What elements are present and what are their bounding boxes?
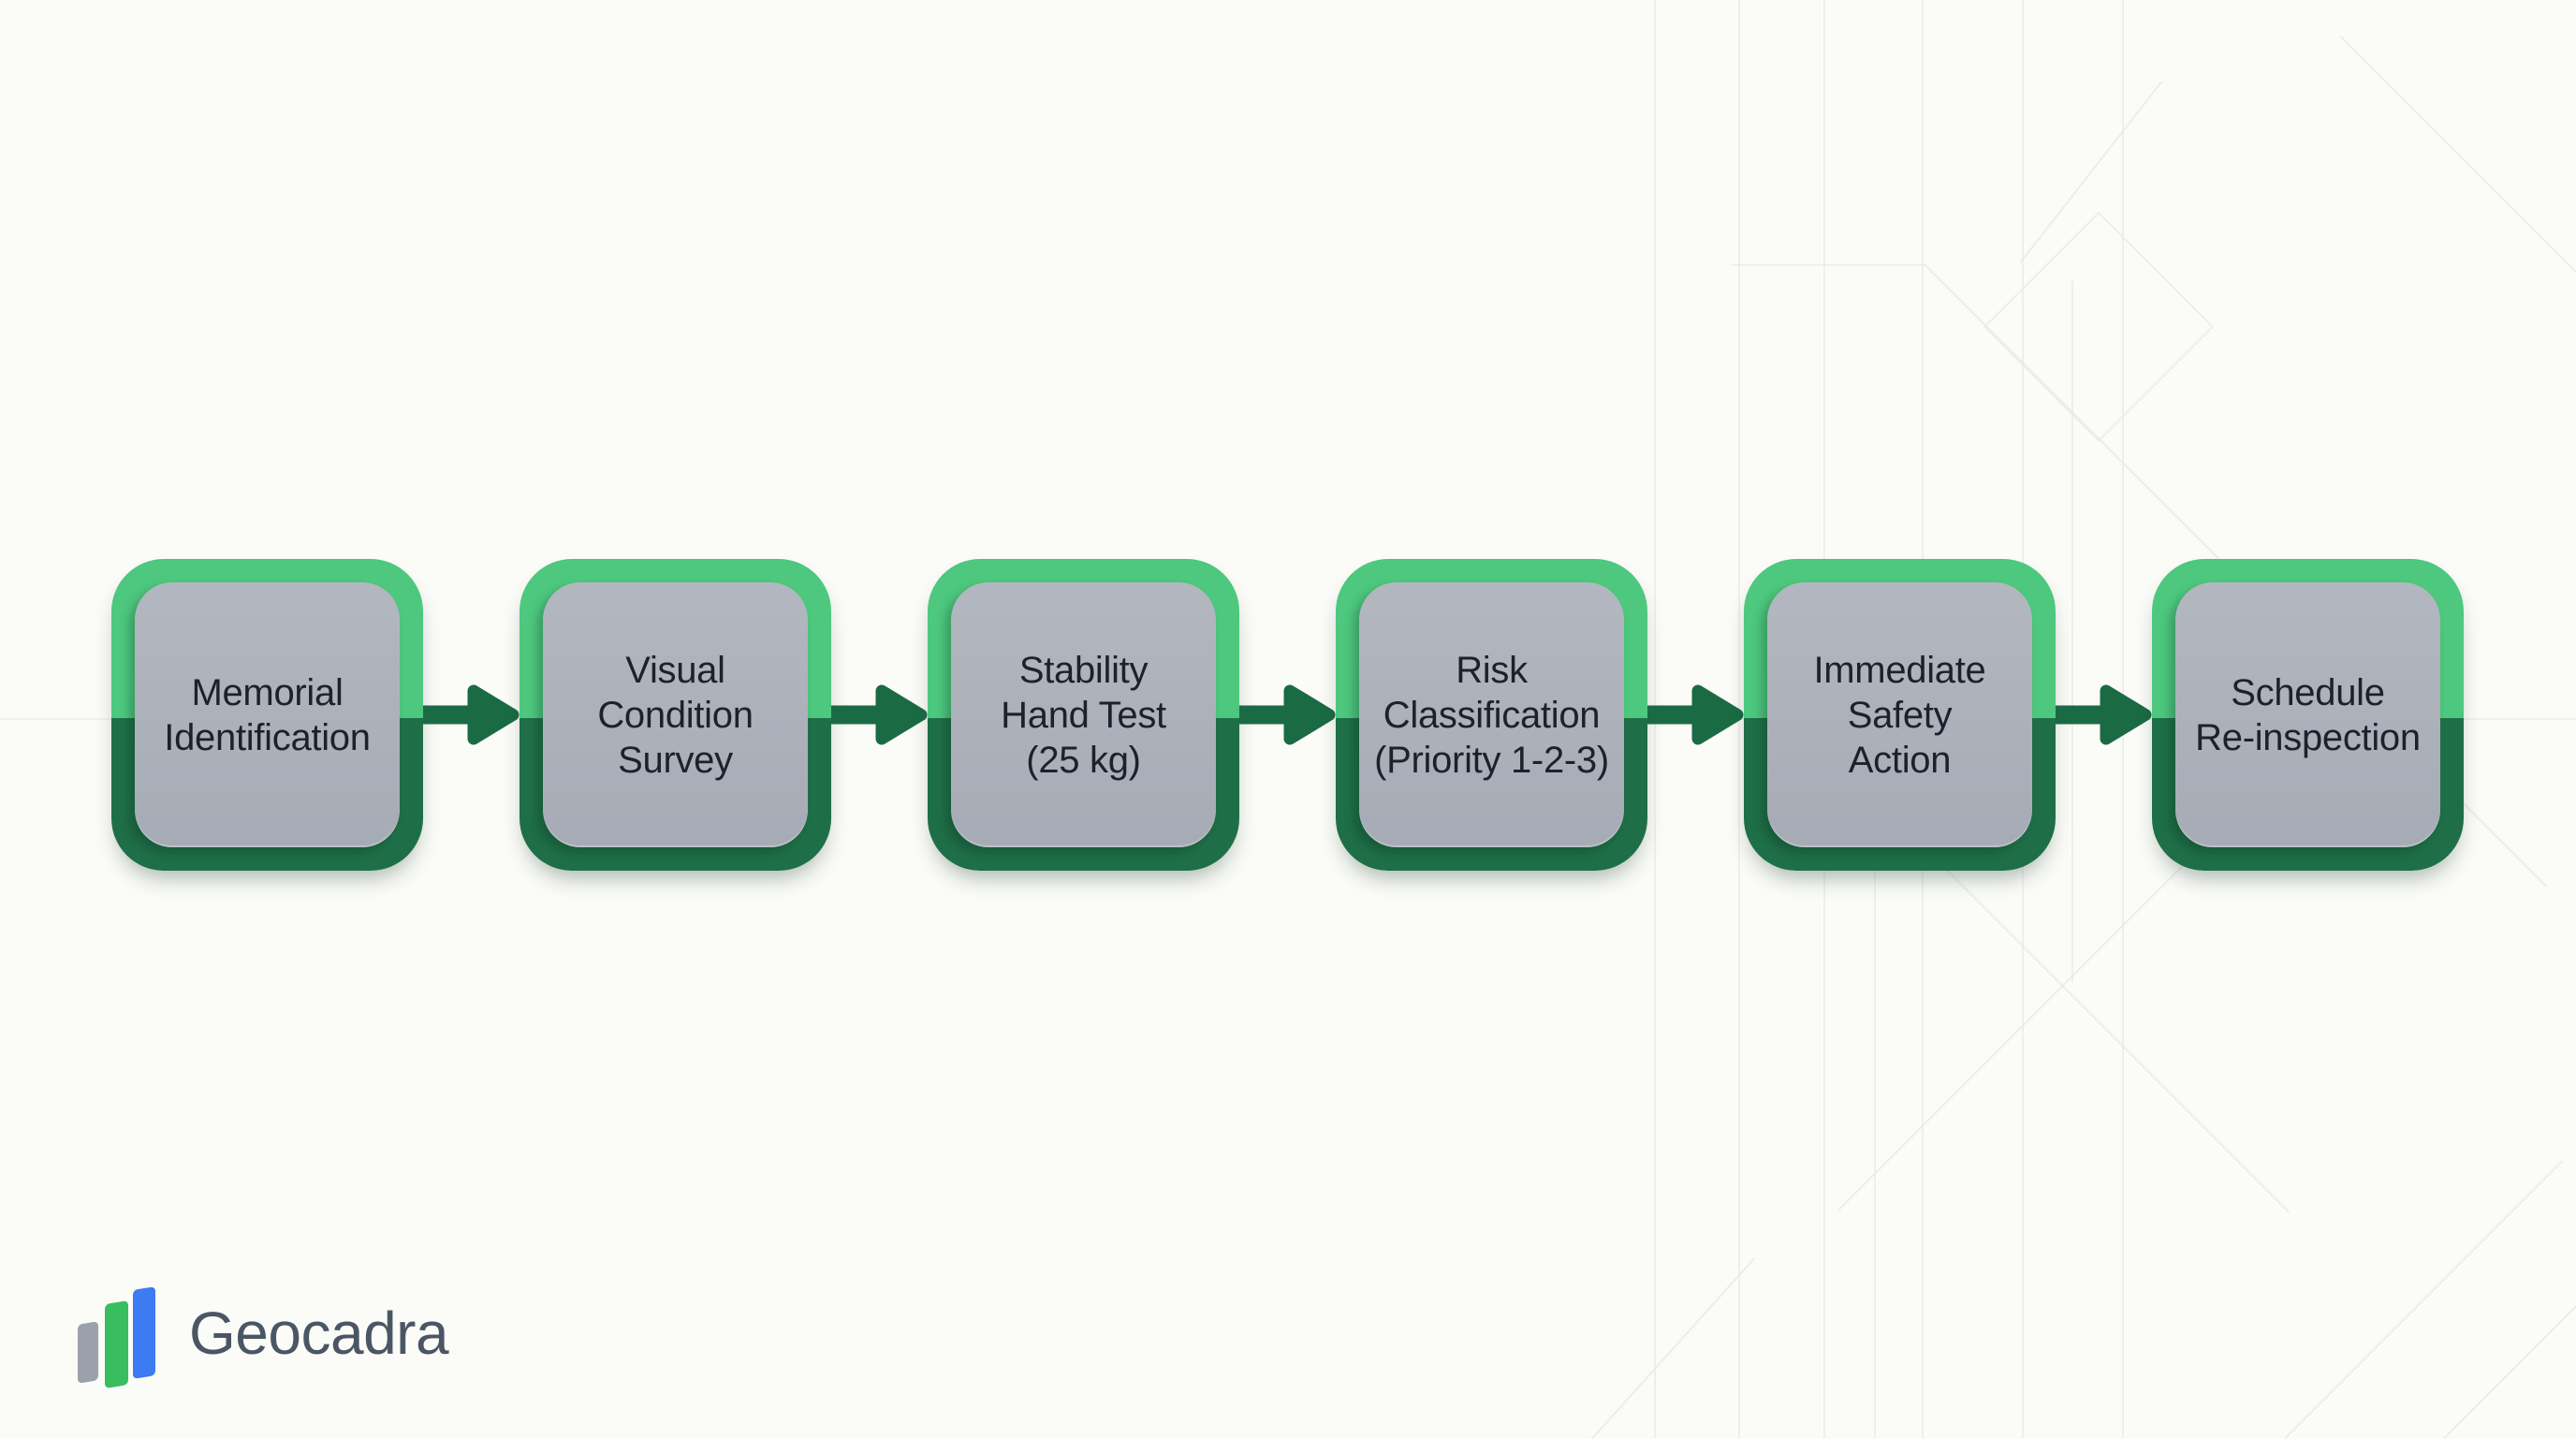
flow-step-immediate-safety-action: Immediate Safety Action xyxy=(1744,559,2056,871)
flow-step-stability-hand-test: Stability Hand Test (25 kg) xyxy=(928,559,1239,871)
arrow-right-icon xyxy=(2056,684,2152,745)
background-line xyxy=(2284,1160,2564,1439)
bar-chart-green-bar xyxy=(105,1300,128,1388)
bar-chart-gray-bar xyxy=(78,1321,98,1384)
arrow-right-icon xyxy=(831,684,928,745)
background-line xyxy=(2443,1305,2576,1439)
background-line xyxy=(1874,843,1876,1438)
flow-step-label: Schedule Re-inspection xyxy=(2195,671,2421,758)
flow-step-memorial-identification: Memorial Identification xyxy=(111,559,423,871)
background-diamond xyxy=(1983,211,2215,443)
flow-step-panel: Risk Classification (Priority 1-2-3) xyxy=(1359,582,1624,847)
flow-step-risk-classification: Risk Classification (Priority 1-2-3) xyxy=(1336,559,1647,871)
flow-connector xyxy=(1647,559,1744,871)
background-line xyxy=(2339,36,2576,275)
flow-step-visual-condition-survey: Visual Condition Survey xyxy=(520,559,831,871)
arrow-right-icon xyxy=(1239,684,1336,745)
flow-connector xyxy=(831,559,928,871)
brand-logo: Geocadra xyxy=(78,1286,449,1389)
flow-connector xyxy=(1239,559,1336,871)
flow-step-panel: Stability Hand Test (25 kg) xyxy=(951,582,1216,847)
flow-step-panel: Visual Condition Survey xyxy=(543,582,808,847)
flow-step-panel: Immediate Safety Action xyxy=(1767,582,2032,847)
flow-step-schedule-reinspection: Schedule Re-inspection xyxy=(2152,559,2464,871)
brand-name: Geocadra xyxy=(189,1300,449,1367)
flow-step-label: Risk Classification (Priority 1-2-3) xyxy=(1374,649,1609,781)
flow-step-label: Stability Hand Test (25 kg) xyxy=(1001,649,1166,781)
arrow-right-icon xyxy=(423,684,520,745)
arrow-right-icon xyxy=(1647,684,1744,745)
flow-step-label: Immediate Safety Action xyxy=(1813,649,1986,781)
flow-step-panel: Memorial Identification xyxy=(135,582,400,847)
background-line xyxy=(1732,264,1925,266)
bar-chart-blue-bar xyxy=(133,1286,155,1379)
background-line xyxy=(1591,1256,1756,1439)
flow-step-label: Memorial Identification xyxy=(164,671,371,758)
flow-connector xyxy=(423,559,520,871)
flow-step-panel: Schedule Re-inspection xyxy=(2175,582,2440,847)
flow-connector xyxy=(2056,559,2152,871)
background-line xyxy=(2071,281,2073,983)
bar-chart-icon xyxy=(78,1286,164,1389)
flow-step-label: Visual Condition Survey xyxy=(597,649,754,781)
process-flowchart: Memorial Identification Visual Condition… xyxy=(111,559,2464,871)
